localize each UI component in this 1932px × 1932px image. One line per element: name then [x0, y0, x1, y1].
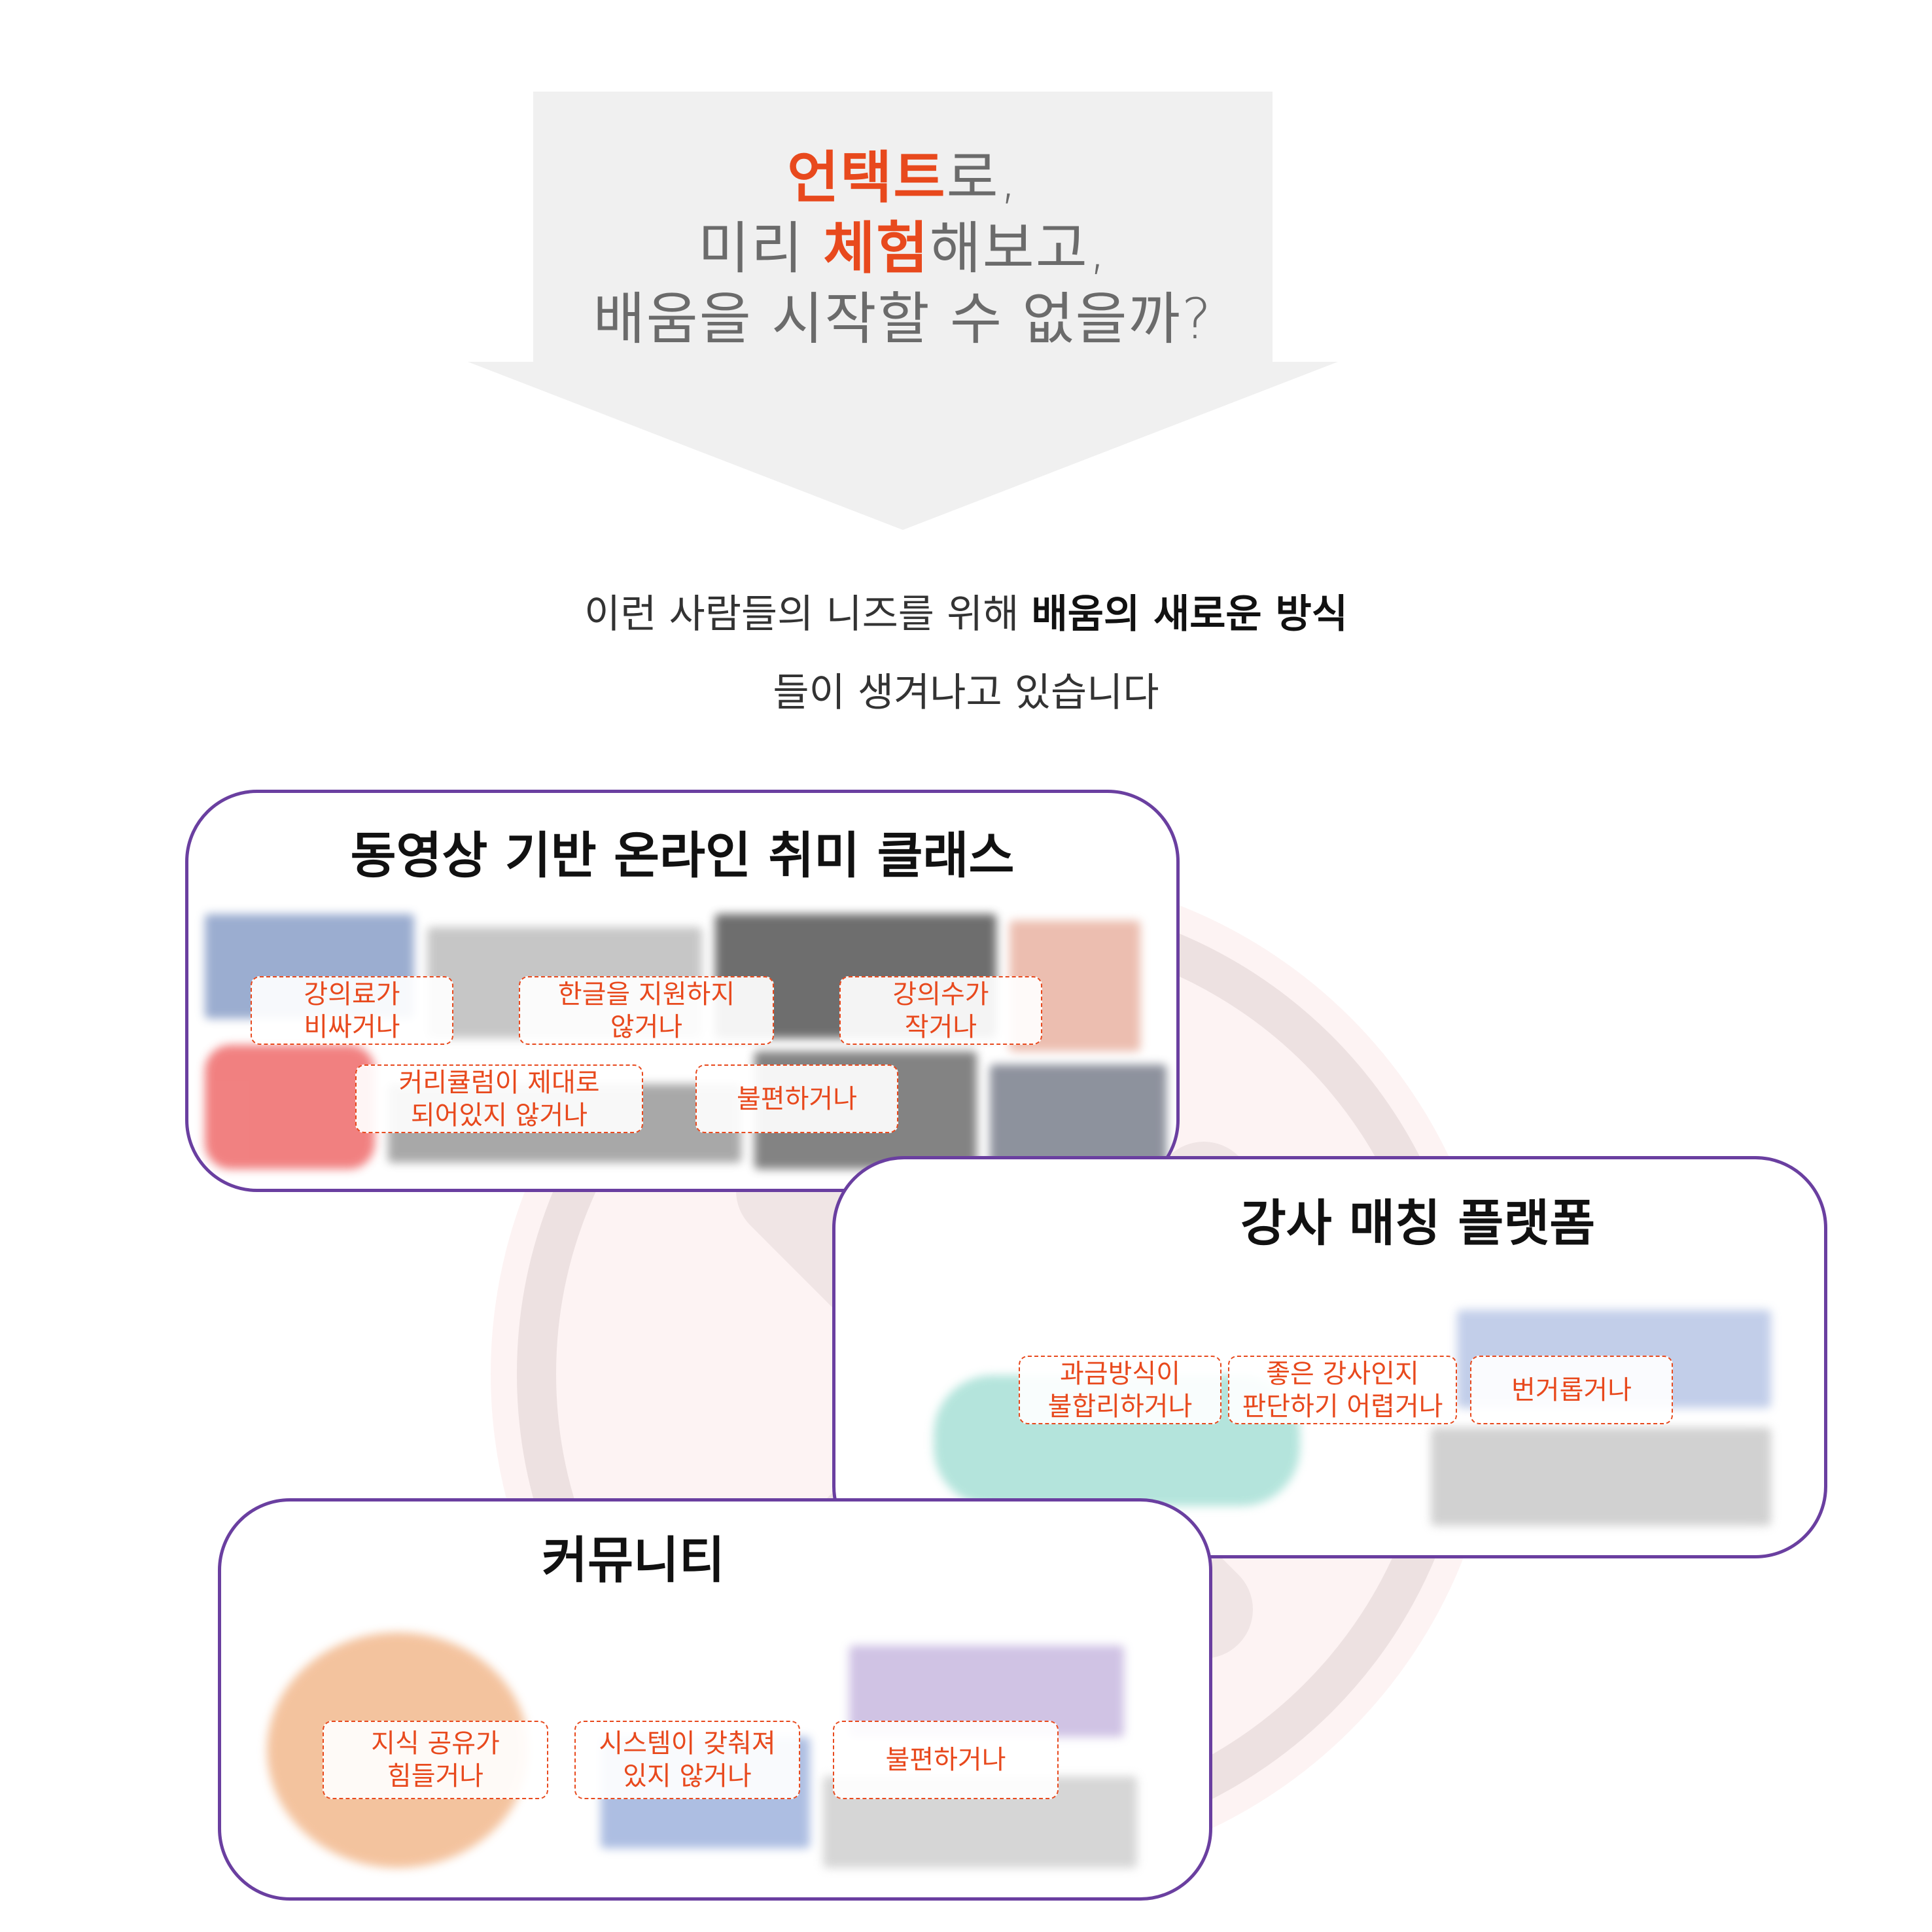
banner-highlight-experience: 체험: [823, 216, 930, 281]
blurred-logos-strip: [205, 914, 1173, 1176]
card-title: 동영상 기반 온라인 취미 클래스: [350, 826, 1015, 885]
logo-placeholder: [205, 1045, 375, 1169]
tag-poor-curriculum: 커리큘럼이 제대로 되어있지 않거나: [355, 1064, 643, 1133]
tag-no-system: 시스템이 갖춰져 있지 않거나: [574, 1721, 800, 1799]
banner-question: 언택트로, 미리 체험해보고, 배움을 시작할 수 없을까?: [468, 143, 1338, 355]
tag-inconvenient: 불편하거나: [833, 1721, 1059, 1799]
banner-arrow-shape: [468, 92, 1338, 530]
card-title: 커뮤니티: [542, 1531, 725, 1589]
intro-line-2: 들이 생겨나고 있습니다: [773, 670, 1159, 716]
card-community: 커뮤니티 지식 공유가 힘들거나 시스템이 갖춰져 있지 않거나 불편하거나: [218, 1498, 1212, 1901]
intro-line-1: 이런 사람들의 니즈를 위해 배움의 새로운 방식: [584, 591, 1348, 637]
tag-no-korean: 한글을 지원하지 않거나: [519, 976, 774, 1045]
banner-line-1: 언택트로,: [787, 145, 1019, 211]
tag-expensive: 강의료가 비싸거나: [251, 976, 453, 1045]
tag-cumbersome: 번거롭거나: [1470, 1356, 1673, 1424]
tag-few-lectures: 강의수가 작거나: [839, 976, 1042, 1045]
banner-line-2: 미리 체험해보고,: [697, 216, 1108, 281]
tag-hard-to-judge-tutor: 좋은 강사인지 판단하기 어렵거나: [1228, 1356, 1457, 1424]
tag-unfair-pricing: 과금방식이 불합리하거나: [1019, 1356, 1221, 1424]
card-title: 강사 매칭 플랫폼: [1240, 1194, 1596, 1252]
banner-line-3: 배움을 시작할 수 없을까?: [593, 287, 1213, 352]
logo-placeholder: [1431, 1428, 1771, 1526]
tag-inconvenient: 불편하거나: [695, 1064, 898, 1133]
card-video-classes: 동영상 기반 온라인 취미 클래스 강의료가 비싸거나 한글을 지원하지 않거나…: [185, 790, 1180, 1192]
logo-placeholder: [990, 1064, 1167, 1169]
banner-highlight-untact: 언택트: [787, 145, 947, 211]
tag-hard-knowledge-sharing: 지식 공유가 힘들거나: [323, 1721, 548, 1799]
